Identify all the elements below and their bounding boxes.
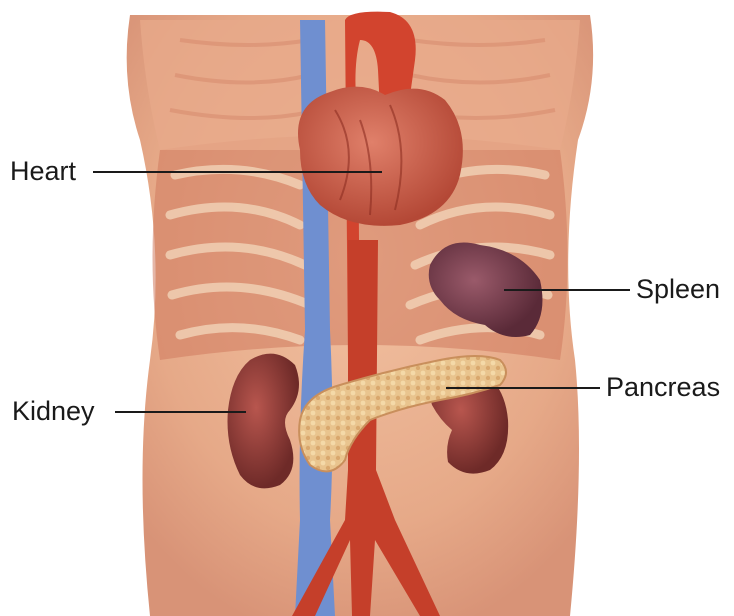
spleen-label: Spleen	[636, 276, 720, 303]
pancreas-label: Pancreas	[606, 374, 720, 401]
kidney-label: Kidney	[12, 398, 95, 425]
heart-label: Heart	[10, 158, 76, 185]
heart-organ	[298, 87, 463, 226]
